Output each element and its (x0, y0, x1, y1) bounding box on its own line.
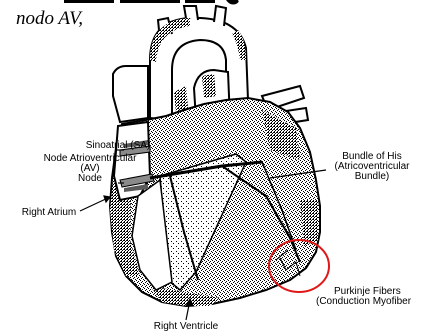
right-atrium-label: Right Atrium (14, 208, 84, 218)
av-node-label: Node Atrioventricular (AV) Node (36, 154, 144, 184)
right-ventricle-label: Right Ventricle (136, 322, 236, 332)
sa-node-label: Sinoatrial (SA) (70, 141, 166, 151)
purkinje-fibers-label: Purkinje Fibers (Conduction Myofiber (316, 287, 426, 307)
bundle-of-his-label: Bundle of His (Atricoventricular Bundle) (322, 152, 422, 182)
cropped-text-fragments (64, 0, 239, 5)
